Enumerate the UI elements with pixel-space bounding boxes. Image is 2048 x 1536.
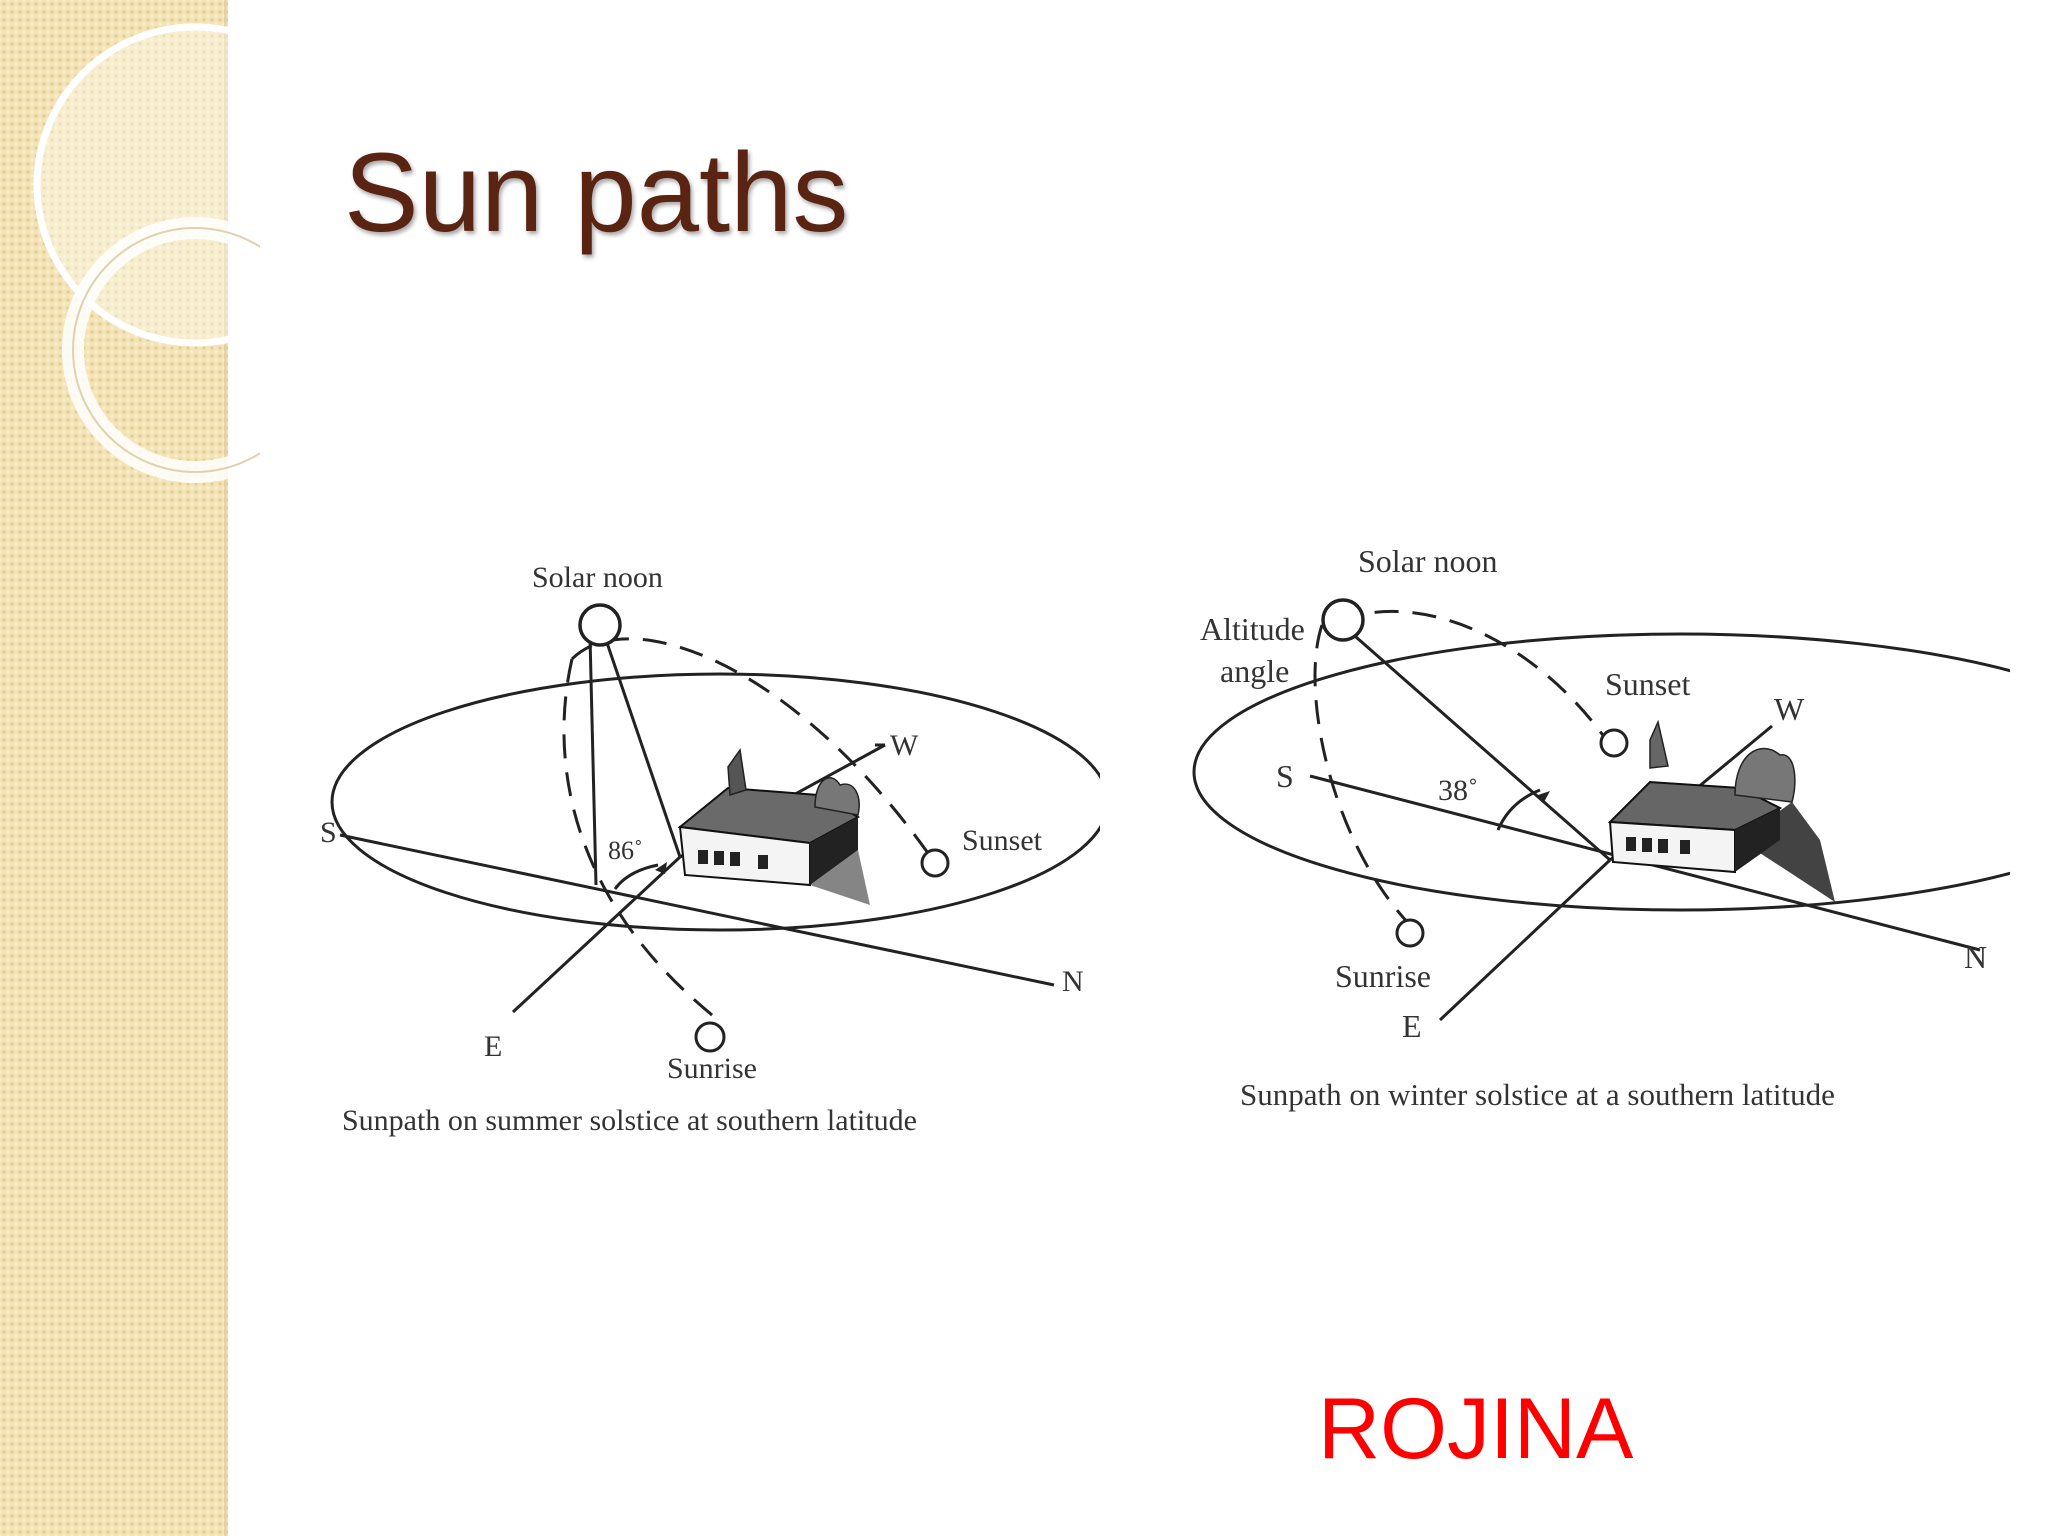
sun-path-arc-lower (1313, 624, 1412, 927)
horizon-ellipse (330, 672, 1100, 932)
altitude-angle-value: 86˚ (608, 836, 643, 865)
noon-line (1347, 628, 1611, 862)
sunset-sun (920, 848, 950, 878)
decorative-rings (33, 23, 260, 483)
sunset-sun (1599, 728, 1629, 758)
north-label: N (1964, 939, 1987, 975)
winter-solstice-diagram: Solar noon Altitude angle Sunset Sunrise… (1192, 543, 2010, 1112)
noon-line-a (588, 636, 598, 886)
sidebar-edge (224, 0, 228, 1536)
sun-path-arc-upper (570, 637, 937, 864)
author-name: ROJINA (1318, 1381, 1634, 1477)
slide-title: Sun paths (344, 130, 849, 255)
south-north-axis (339, 833, 1055, 987)
sunrise-sun (1395, 918, 1425, 948)
sunrise-sun (694, 1021, 726, 1053)
east-axis (511, 855, 682, 1014)
sunrise-label: Sunrise (667, 1052, 757, 1085)
south-label: S (320, 816, 337, 849)
solar-noon-sun (578, 603, 622, 647)
sun-path-arc-lower (562, 658, 723, 1025)
angle-arc (1496, 788, 1541, 831)
solar-noon-label: Solar noon (532, 561, 663, 594)
large-ring (33, 23, 260, 347)
sunrise-label: Sunrise (1335, 958, 1431, 994)
summer-solstice-diagram: Solar noon Sunset Sunrise S N E W 86˚ Su… (320, 561, 1100, 1137)
west-label: W (890, 729, 919, 762)
sunset-label: Sunset (962, 824, 1043, 857)
small-ring-outline (72, 227, 260, 473)
diagram-caption: Sunpath on summer solstice at southern l… (342, 1104, 917, 1137)
east-axis (1438, 858, 1612, 1022)
altitude-label-line2: angle (1220, 653, 1289, 689)
solar-noon-label: Solar noon (1358, 543, 1498, 579)
sunset-label: Sunset (1605, 666, 1690, 702)
house-illustration (1607, 719, 1835, 902)
sun-path-arc-upper (1337, 609, 1612, 746)
south-label: S (1276, 758, 1294, 794)
altitude-label-line1: Altitude (1200, 611, 1305, 647)
horizon-ellipse (1192, 632, 2010, 912)
angle-arrow (1538, 791, 1550, 802)
diagram-caption: Sunpath on winter solstice at a southern… (1240, 1077, 1835, 1112)
west-label: W (1774, 691, 1805, 727)
house-illustration (677, 748, 870, 905)
altitude-angle-value: 38˚ (1438, 774, 1478, 807)
noon-line-b (603, 636, 682, 858)
north-label: N (1062, 965, 1084, 998)
solar-noon-sun (1321, 598, 1365, 642)
angle-arc (613, 863, 659, 890)
angle-arrow (655, 862, 667, 874)
east-label: E (484, 1030, 502, 1063)
east-label: E (1402, 1008, 1422, 1044)
